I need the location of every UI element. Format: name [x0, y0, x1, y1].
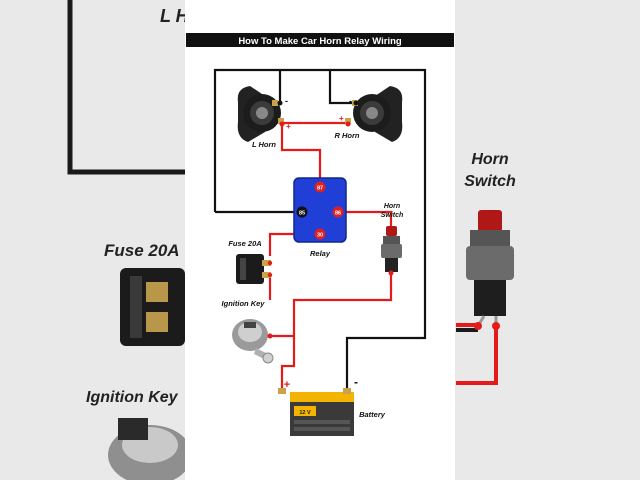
- battery: [278, 388, 354, 436]
- right-panel-label-line2: Switch: [464, 173, 516, 190]
- ignition-switch: [232, 319, 274, 364]
- r-horn-minus-sign: -: [349, 96, 352, 106]
- relay-pin-87-label: 87: [317, 186, 323, 192]
- relay-pin-86-label: 86: [335, 211, 341, 217]
- right-panel-terminal-b: [492, 322, 500, 330]
- l-horn-negative-terminal: [277, 100, 283, 106]
- right-panel-red-wire-b: [456, 325, 498, 385]
- horn-terminals: [277, 100, 359, 127]
- wire-switch-to-battery: [280, 272, 393, 388]
- ignition-key-label: Ignition Key: [222, 299, 266, 308]
- battery-plus-sign: +: [284, 379, 290, 391]
- relay-label: Relay: [310, 249, 331, 258]
- relay-pin-85: [296, 206, 308, 218]
- diagram-title: How To Make Car Horn Relay Wiring: [238, 36, 402, 47]
- r-horn-positive-terminal: [345, 121, 351, 127]
- relay-pin-30-label: 30: [317, 233, 323, 239]
- l-horn-plus-sign: +: [286, 122, 291, 131]
- battery-voltage: 12 V: [299, 410, 311, 416]
- left-panel-fuse-holder: [120, 268, 185, 346]
- right-side-panel: Horn Switch: [455, 0, 640, 480]
- r-horn-negative-terminal: [353, 100, 359, 106]
- relay-pin-87: [314, 181, 326, 193]
- right-panel-label-line1: Horn: [471, 151, 509, 168]
- left-panel-ignition-label: Ignition Key: [86, 389, 179, 406]
- left-panel-horn-label: L H: [160, 6, 190, 26]
- relay-pin-30: [314, 228, 326, 240]
- battery-label: Battery: [359, 410, 386, 419]
- wire-relay87-to-l-horn: [280, 125, 322, 180]
- relay-pin-86: [332, 206, 344, 218]
- r-horn-plus-sign: +: [339, 114, 344, 123]
- right-panel-push-button: [466, 210, 514, 327]
- relay: 87 85 86 30: [293, 177, 347, 243]
- l-horn-label: L Horn: [252, 140, 276, 149]
- horn-switch-label-line2: Switch: [381, 212, 404, 219]
- left-horn: [237, 86, 284, 142]
- l-horn-minus-sign: -: [285, 96, 288, 106]
- right-panel-terminal-a: [474, 322, 482, 330]
- relay-pin-85-label: 85: [299, 211, 305, 217]
- left-panel-bg: [0, 0, 185, 480]
- ground-wire-frame: [213, 68, 427, 388]
- l-horn-positive-terminal: [279, 121, 285, 127]
- left-panel-ignition-key: [108, 418, 192, 480]
- ground-wire-r-horn: [328, 70, 355, 105]
- title-bar: How To Make Car Horn Relay Wiring: [186, 33, 454, 47]
- horn-switch-label-line1: Horn: [384, 203, 400, 210]
- fuse-label: Fuse 20A: [228, 239, 261, 248]
- horn-switch: [381, 226, 402, 276]
- r-horn-label: R Horn: [335, 131, 360, 140]
- battery-minus-sign: -: [354, 375, 358, 389]
- positive-wires: [268, 121, 393, 388]
- right-horn: [345, 86, 403, 142]
- left-panel-fuse-label: Fuse 20A: [104, 241, 180, 260]
- left-side-panel: L H Fuse 20A Ignition Key: [0, 0, 192, 480]
- fuse-holder: [236, 254, 273, 284]
- left-panel-wire: [67, 0, 185, 175]
